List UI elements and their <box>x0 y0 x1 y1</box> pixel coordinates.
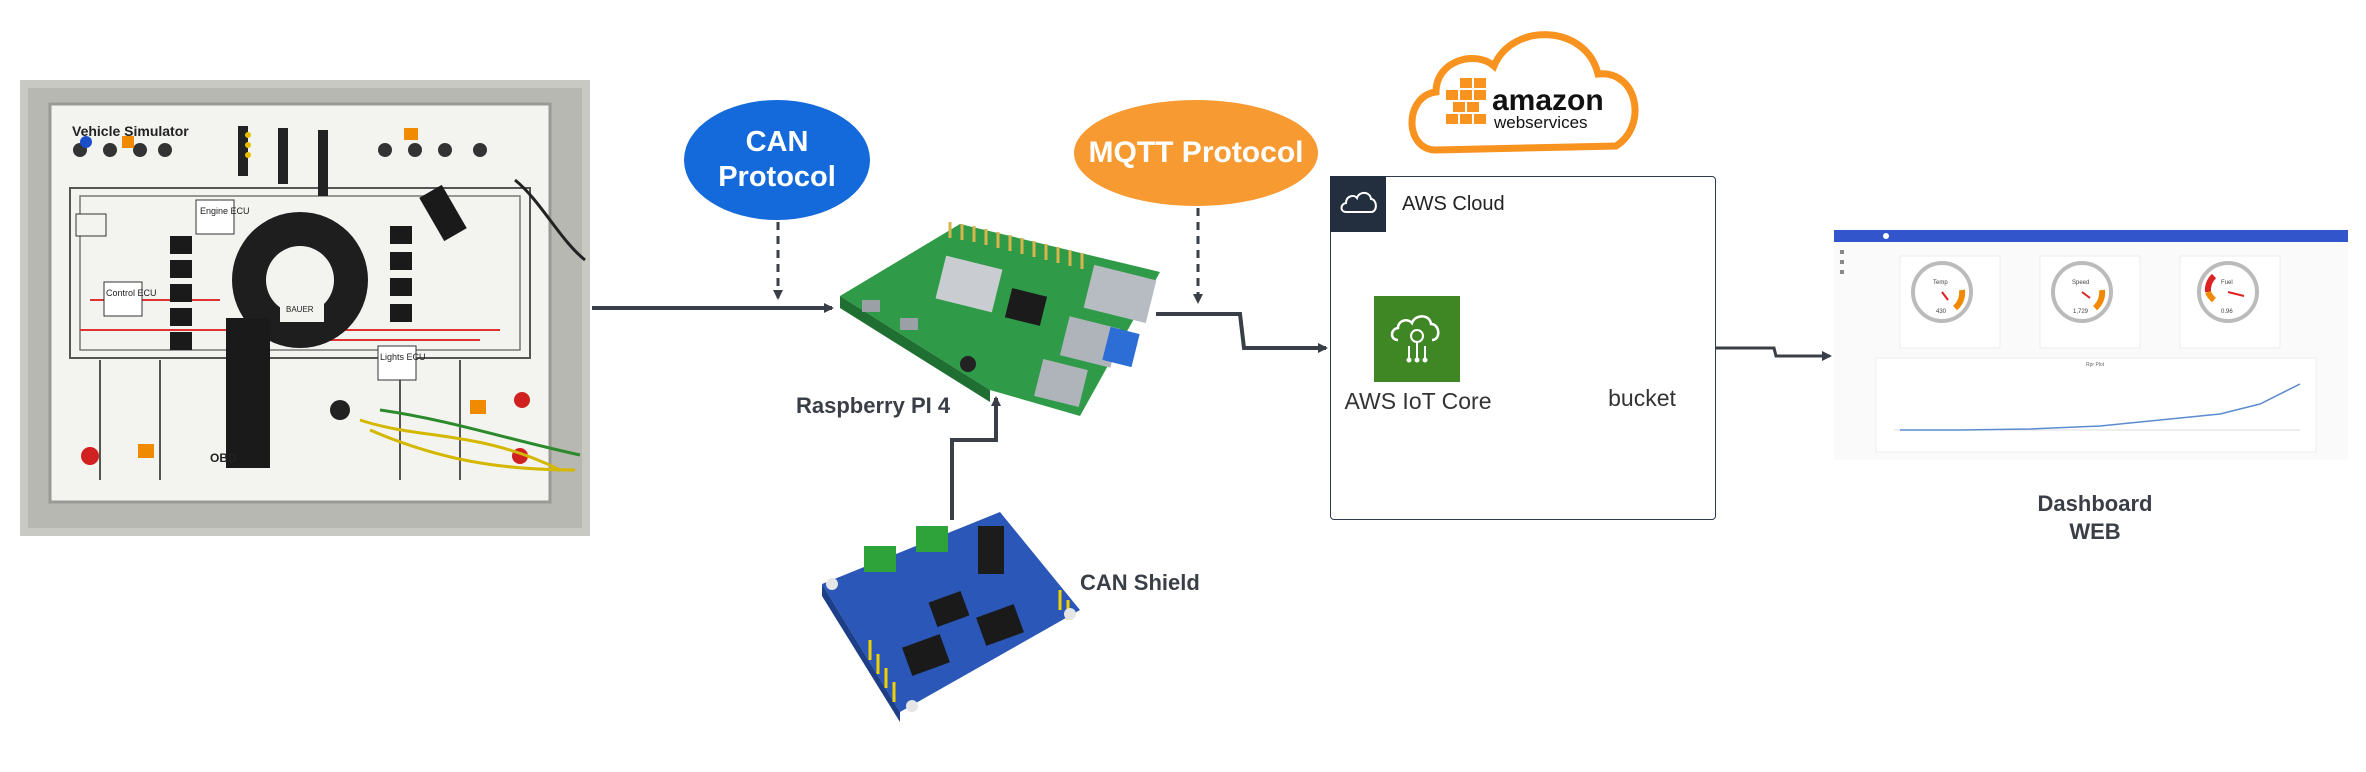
aws-logo <box>1408 31 1639 154</box>
gauge-fuel-label: Fuel <box>2221 280 2233 286</box>
connector-rpi-to-aws <box>1156 312 1328 353</box>
control-ecu-tag: Control ECU <box>106 288 157 298</box>
can-protocol-bubble: CAN Protocol <box>684 100 870 220</box>
can-bubble-line1: CAN <box>745 126 809 158</box>
aws-iot-core-label: AWS IoT Core <box>1344 388 1492 414</box>
gauge-temp-value: 430 <box>1936 309 1947 315</box>
aws-iot-core-icon <box>1374 296 1460 382</box>
gauge-temp-label: Temp <box>1933 280 1948 286</box>
mqtt-protocol-bubble: MQTT Protocol <box>1074 100 1318 206</box>
can-shield-image <box>822 512 1080 722</box>
dashboard-label-line2: WEB <box>2069 519 2121 544</box>
dashboard-label: Dashboard WEB <box>2000 490 2190 546</box>
can-bubble-line2: Protocol <box>718 161 836 193</box>
gauge-speed-label: Speed <box>2072 280 2089 286</box>
connector-shield-to-rpi <box>950 396 1001 520</box>
dashboard-screenshot <box>1834 230 2348 460</box>
dashboard-chart-title: Rpr Plot <box>2086 362 2105 368</box>
gauge-fuel-value: 0.96 <box>2221 309 2233 315</box>
bucket-label: bucket <box>1608 385 1676 411</box>
aws-cloud-title: AWS Cloud <box>1402 193 1505 215</box>
aws-logo-brand: amazon <box>1492 84 1604 117</box>
mqtt-bubble-label: MQTT Protocol <box>1088 136 1304 169</box>
simulator-title: Vehicle Simulator <box>72 123 189 139</box>
raspberry-pi-image <box>840 222 1160 416</box>
connector-aws-to-dashboard <box>1716 346 1832 361</box>
can-shield-label: CAN Shield <box>1080 570 1200 595</box>
obd-tag: OBD <box>210 451 237 465</box>
engine-ecu-tag: Engine ECU <box>200 206 250 216</box>
bauer-tag: BAUER <box>286 305 314 314</box>
gauge-speed-value: 1,729 <box>2073 309 2089 315</box>
aws-cloud-icon <box>1330 176 1386 232</box>
vehicle-simulator-photo <box>20 80 590 536</box>
dashboard-label-line1: Dashboard <box>2037 491 2153 516</box>
raspberry-pi-label: Raspberry PI 4 <box>796 393 951 418</box>
lights-ecu-tag: Lights ECU <box>380 352 426 362</box>
aws-logo-sub: webservices <box>1493 113 1588 132</box>
